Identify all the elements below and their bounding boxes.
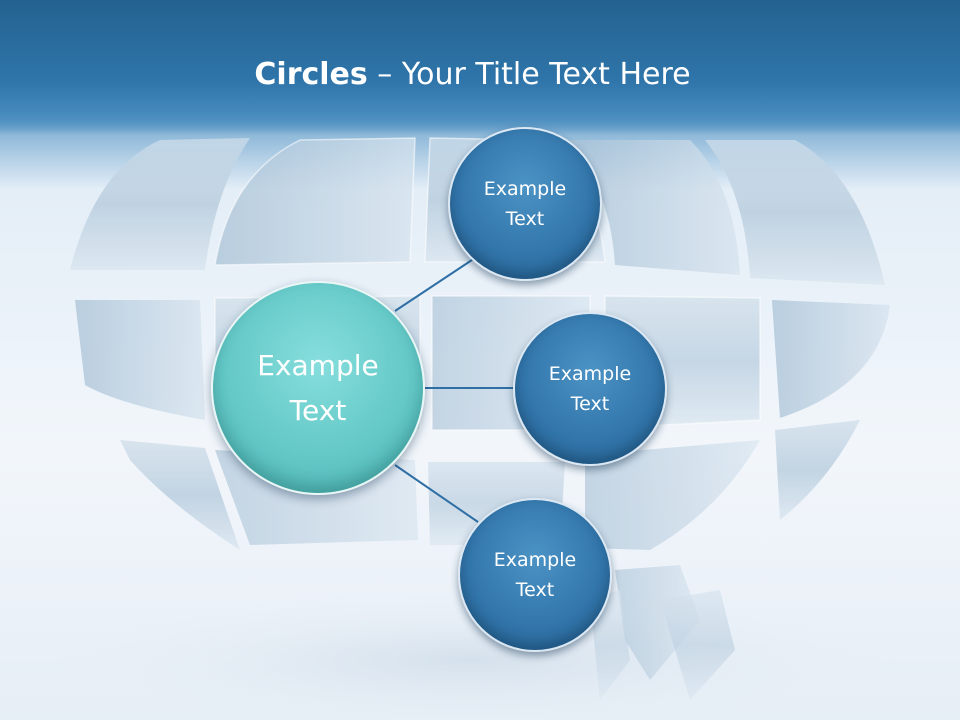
slide-title-rest: – Your Title Text Here: [367, 57, 691, 92]
node-circle-label: Example Text: [493, 549, 577, 601]
connector-to-top-node: [394, 255, 479, 312]
slide-title: Circles – Your Title Text Here: [0, 55, 945, 95]
node-circle-top: Example Text: [448, 127, 602, 281]
center-circle: Example Text: [211, 281, 425, 495]
slide-title-bold: Circles: [254, 57, 368, 92]
center-circle-label: Example Text: [257, 349, 379, 427]
node-circle-bottom: Example Text: [458, 498, 612, 652]
node-circle-middle: Example Text: [513, 312, 667, 466]
node-circle-label: Example Text: [483, 178, 567, 230]
title-bar: [0, 0, 960, 135]
connector-to-bottom-node: [394, 464, 479, 523]
node-circle-label: Example Text: [548, 363, 632, 415]
